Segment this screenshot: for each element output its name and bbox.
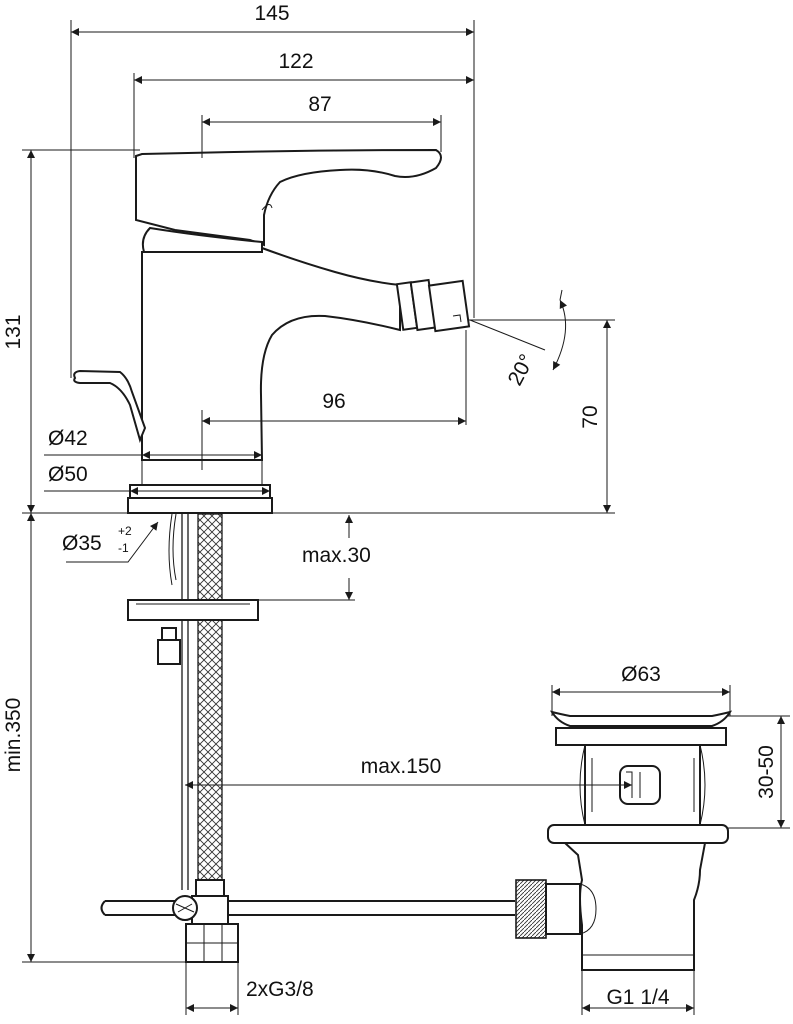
pop-up-waste [515,710,733,971]
label-96: 96 [322,390,345,413]
lever-handle [135,148,442,247]
waste-nut [547,824,729,844]
label-d42: Ø42 [48,427,88,450]
threaded-rod [181,514,189,890]
label-max150: max.150 [361,755,442,778]
label-d35-tol-minus: -1 [118,541,129,555]
label-131: 131 [2,314,25,349]
label-d35-tol-plus: +2 [118,524,132,538]
fixing-plate [127,599,259,621]
label-87: 87 [308,93,331,116]
diverter-knob [73,369,147,444]
braided-hose [197,513,223,885]
label-122: 122 [278,50,313,73]
under-deck-assembly [100,513,515,963]
label-max30: max.30 [302,544,371,567]
dimension-lines [22,20,790,1015]
fixing-nut [157,639,181,665]
label-30-50: 30-50 [755,745,778,799]
label-d63: Ø63 [621,663,661,686]
label-d50: Ø50 [48,463,88,486]
label-d35: Ø35 [62,532,102,555]
label-70: 70 [579,405,602,428]
faucet-body [73,148,471,514]
linkage-rod [100,900,515,916]
label-2xG3-8: 2xG3/8 [246,978,314,1001]
waste-cap [549,710,733,727]
label-145: 145 [254,2,289,25]
waste-tail [562,842,707,971]
waste-side-connector [515,879,597,939]
hose-fitting [195,879,225,897]
label-min350: min.350 [2,698,25,773]
body-column-and-spout [141,246,401,461]
lever-neck [141,226,263,253]
waste-flange [555,727,727,746]
base-plate [127,497,273,514]
label-G1-1-4: G1 1/4 [606,986,669,1009]
spout-nozzle [395,278,471,333]
label-20-degrees: 20° [504,351,539,390]
